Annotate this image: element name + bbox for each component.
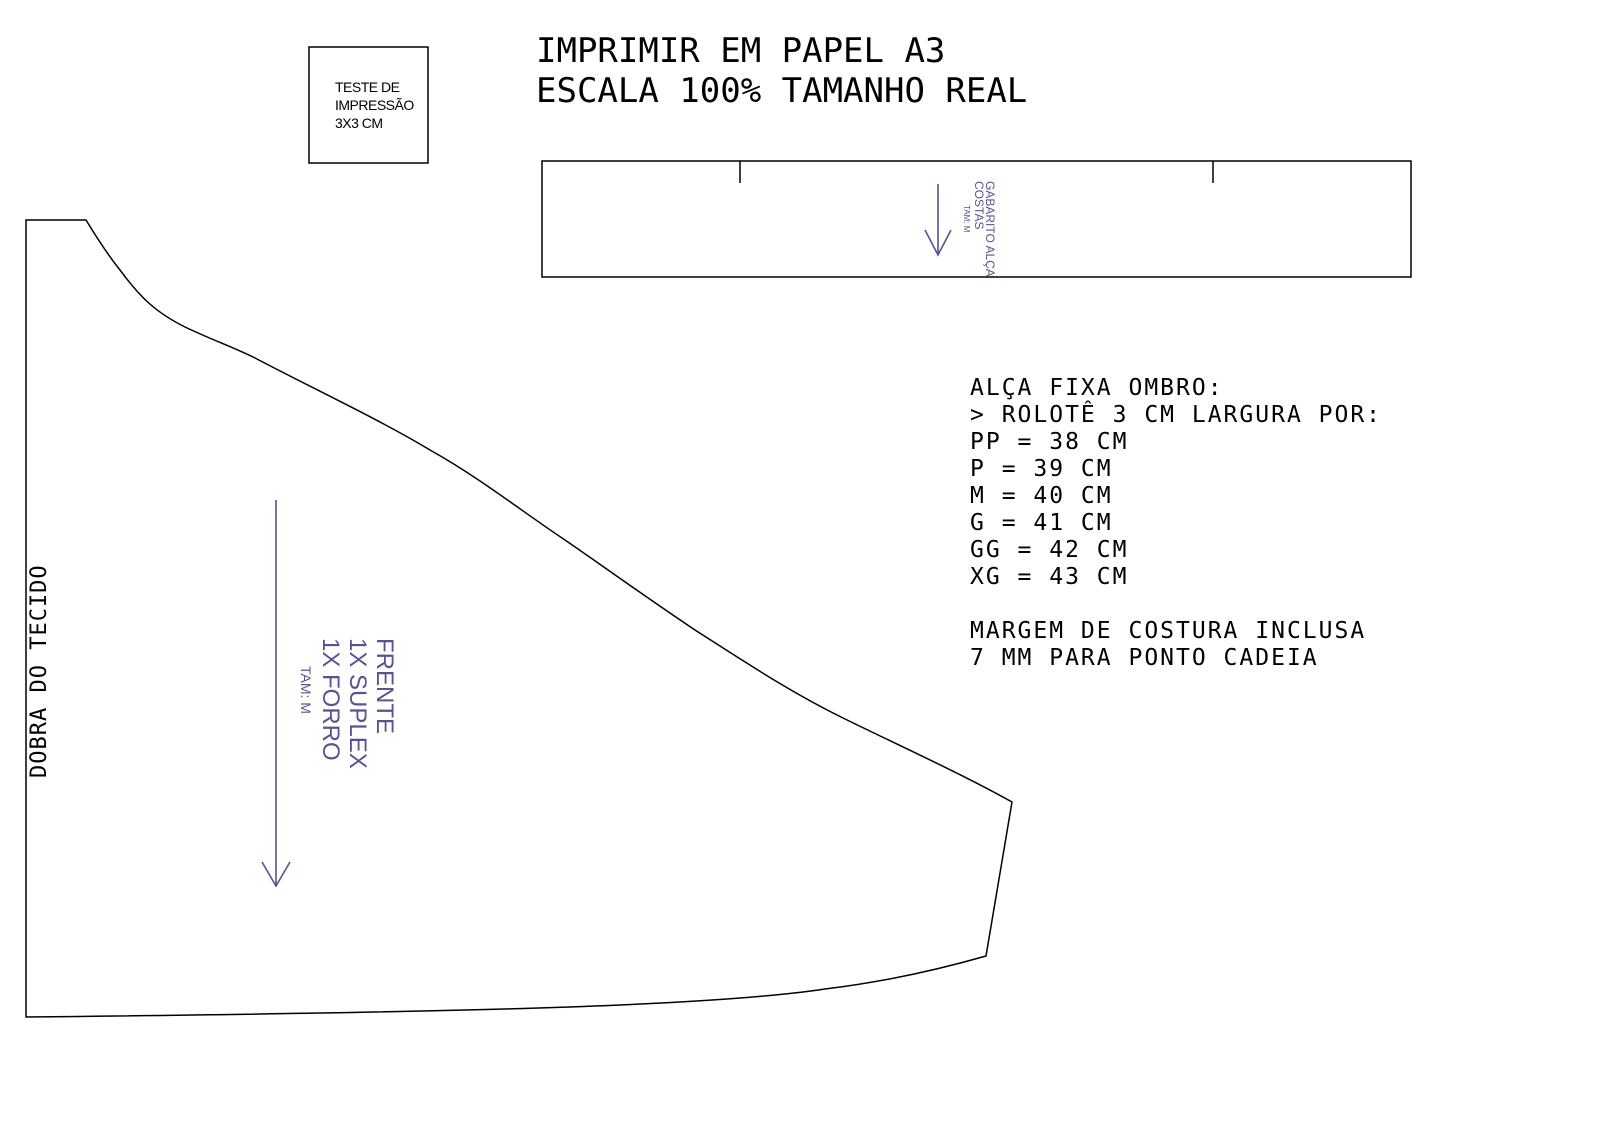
- size-pp: PP = 38 CM: [970, 429, 1128, 455]
- instructions-subtitle: > ROLOTÊ 3 CM LARGURA POR:: [970, 400, 1382, 428]
- instructions-block: ALÇA FIXA OMBRO: > ROLOTÊ 3 CM LARGURA P…: [970, 375, 1382, 671]
- strap-size: TAM: M: [962, 205, 971, 233]
- header-line-1: IMPRIMIR EM PAPEL A3: [536, 31, 945, 71]
- size-xg: XG = 43 CM: [970, 564, 1128, 590]
- size-gg: GG = 42 CM: [970, 537, 1128, 563]
- size-p: P = 39 CM: [970, 456, 1113, 482]
- strap-label-1: GABARITO ALÇA: [983, 181, 997, 277]
- strap-template: GABARITO ALÇA COSTAS TAM: M: [541, 160, 1412, 278]
- strap-outline: [541, 160, 1412, 278]
- grainline-arrow-icon: [924, 184, 952, 257]
- size-m: M = 40 CM: [970, 483, 1113, 509]
- front-pattern-piece: DOBRA DO TECIDO FRENTE 1X SUPLEX 1X FORR…: [25, 219, 1013, 1018]
- chain-stitch-note: 7 MM PARA PONTO CADEIA: [970, 645, 1319, 671]
- fold-label: DOBRA DO TECIDO: [27, 564, 52, 778]
- strap-label-2: COSTAS: [972, 181, 986, 229]
- front-size: TAM: M: [298, 666, 314, 714]
- print-test-square: [308, 46, 429, 164]
- size-g: G = 41 CM: [970, 510, 1113, 536]
- front-outline: [25, 219, 1013, 1018]
- grainline-arrow-icon: [261, 500, 291, 888]
- test-line-1: TESTE DE: [335, 79, 400, 95]
- test-line-3: 3X3 CM: [335, 115, 383, 131]
- front-forro: 1X FORRO: [317, 638, 344, 761]
- header-line-2: ESCALA 100% TAMANHO REAL: [536, 71, 1027, 111]
- instructions-title: ALÇA FIXA OMBRO:: [970, 375, 1224, 401]
- front-label: FRENTE: [371, 638, 398, 734]
- front-suplex: 1X SUPLEX: [344, 638, 371, 769]
- test-line-2: IMPRESSÃO: [335, 97, 414, 113]
- seam-allowance-note: MARGEM DE COSTURA INCLUSA: [970, 618, 1366, 644]
